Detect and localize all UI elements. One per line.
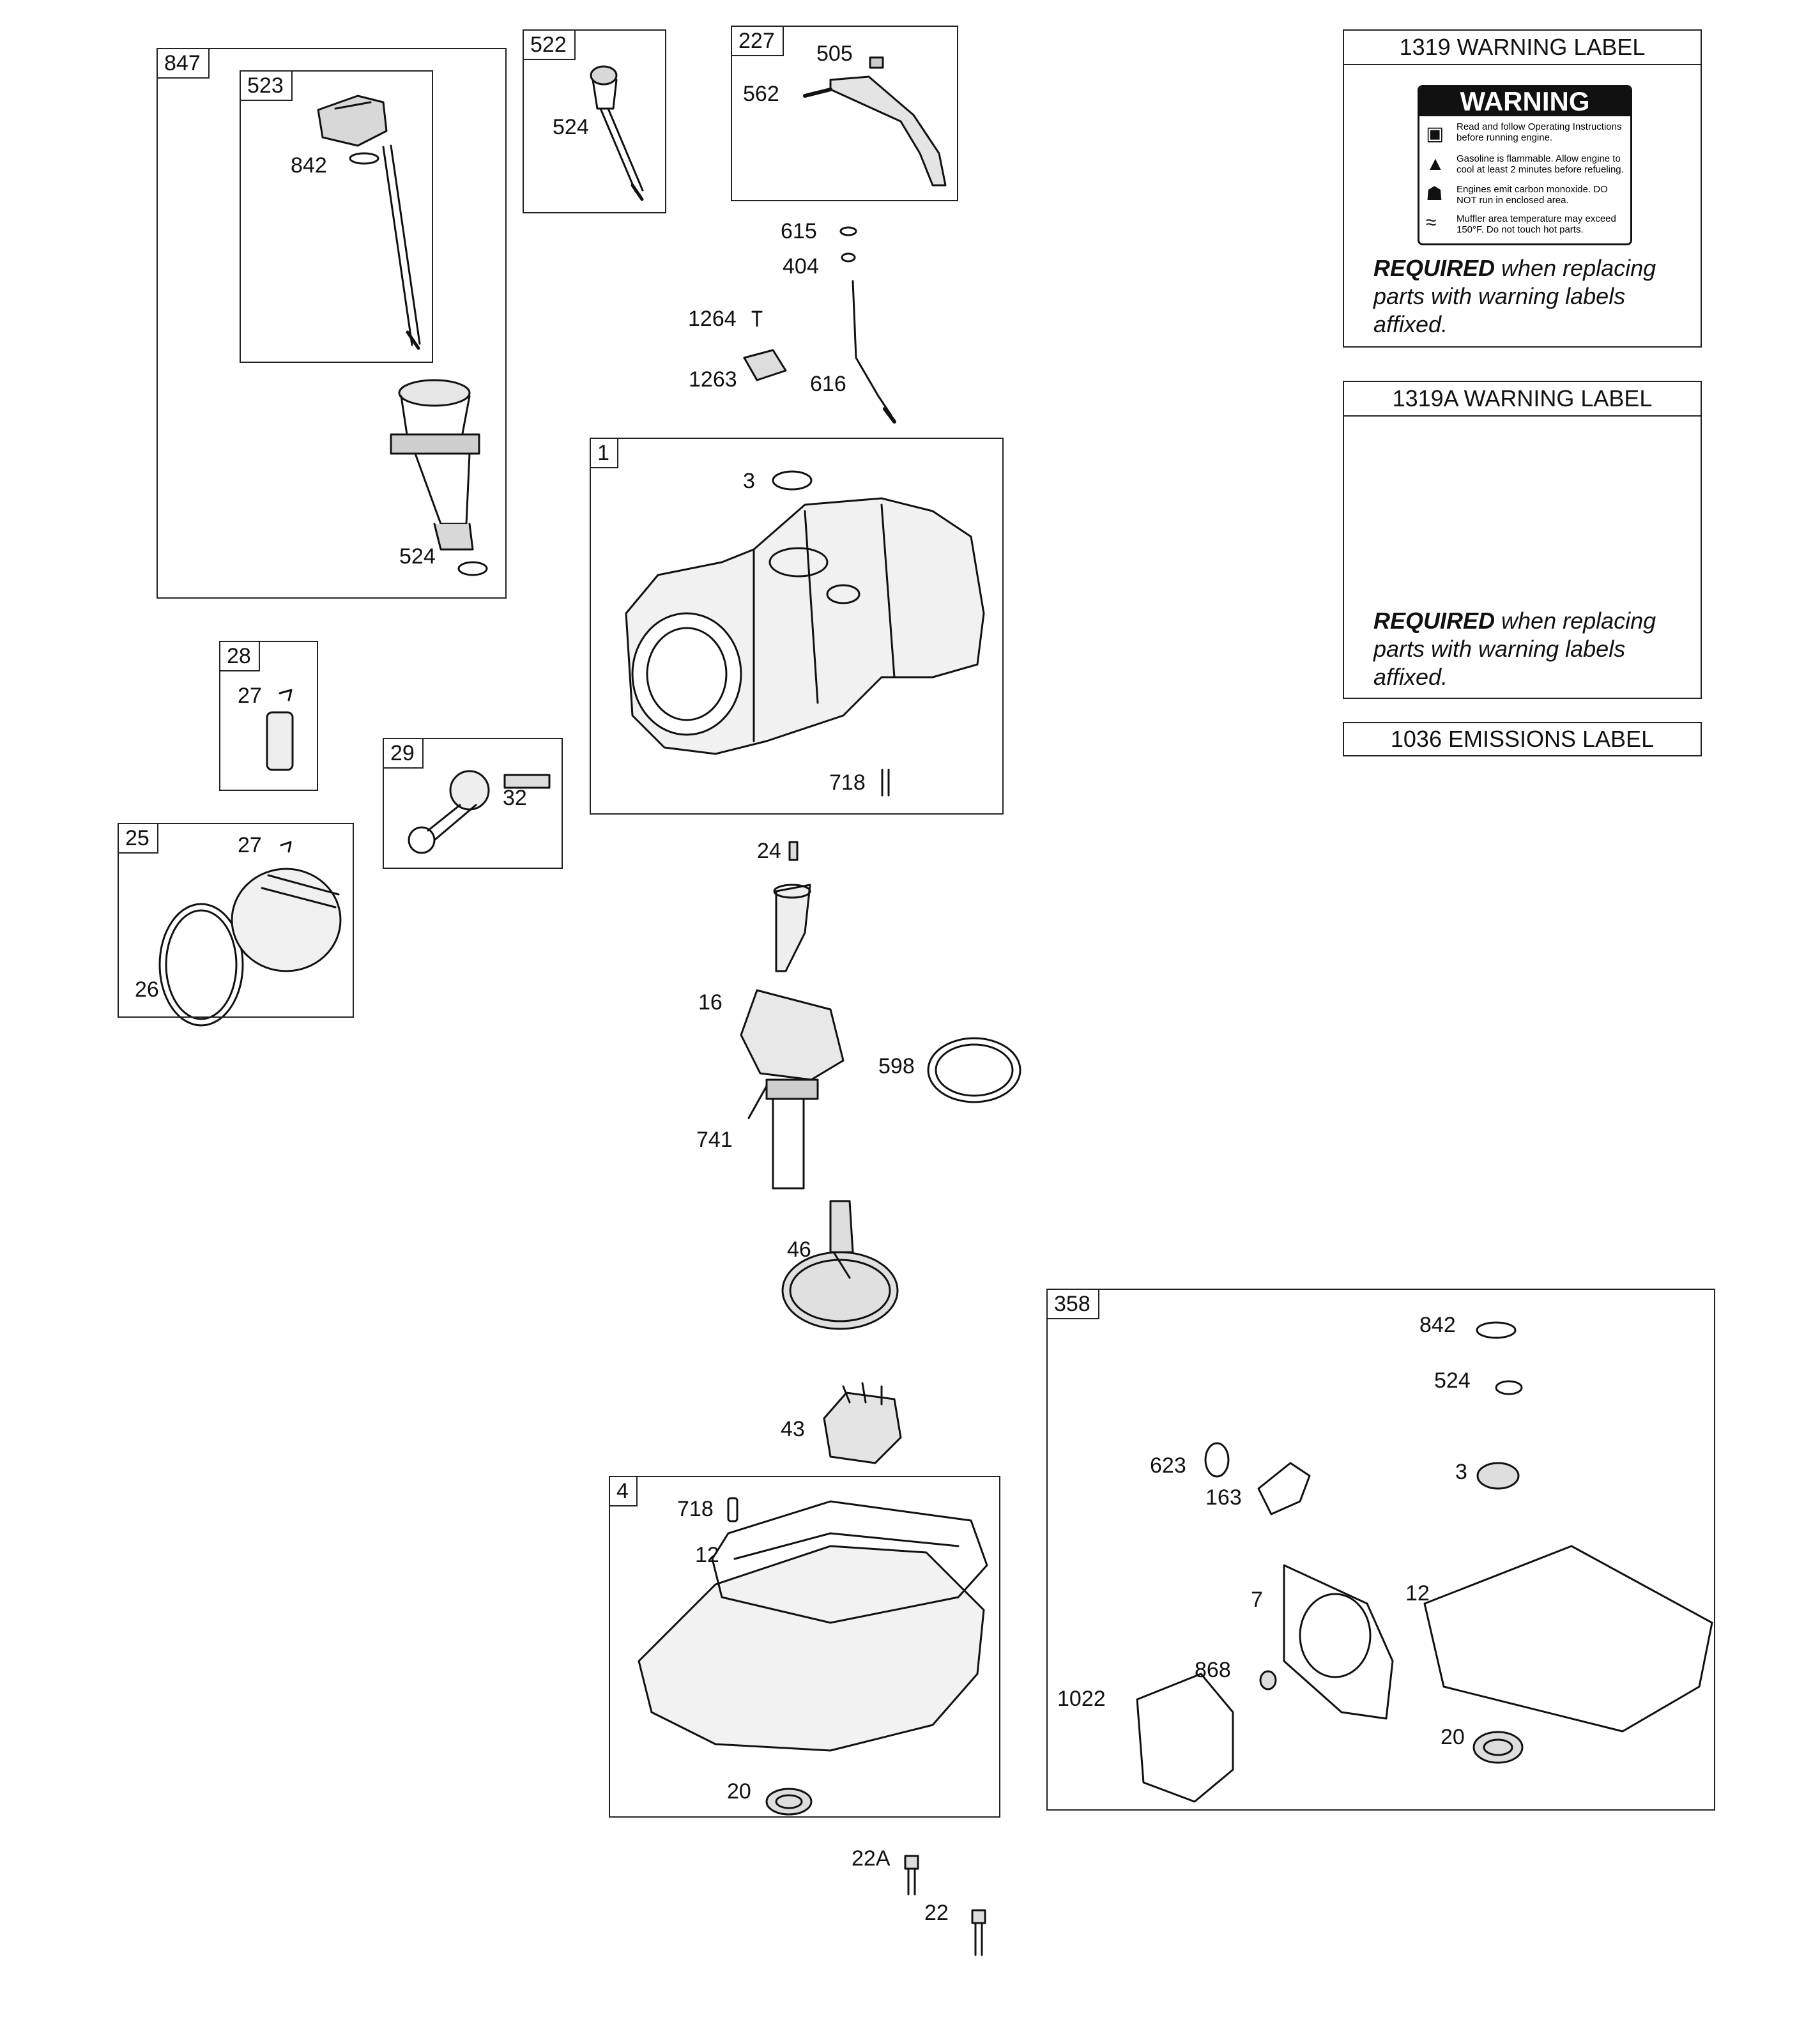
callout-3: 3: [1455, 1460, 1467, 1484]
callout-20: 20: [1441, 1725, 1465, 1749]
label-box-1319A: 1319A WARNING LABEL REQUIRED when replac…: [1343, 381, 1702, 699]
callout-24: 24: [757, 839, 781, 863]
required-note: REQUIRED when replacing parts with warni…: [1373, 608, 1656, 690]
warning-row: Muffler area temperature may exceed 150°…: [1457, 213, 1616, 235]
callout-1022: 1022: [1057, 1687, 1106, 1711]
dipstick-tube-drawing: [390, 379, 488, 576]
warning-row: Gasoline is flammable. Allow engine to c…: [1457, 153, 1624, 175]
assembly-number-358: 358: [1048, 1290, 1099, 1319]
assembly-box-227: 227: [731, 26, 958, 201]
callout-868: 868: [1195, 1658, 1231, 1682]
assembly-number-29: 29: [384, 739, 424, 769]
callout-616: 616: [810, 372, 846, 396]
callout-615: 615: [781, 219, 817, 243]
fumes-icon: ☗: [1426, 183, 1443, 204]
warning-row: Engines emit carbon monoxide. DO NOT run…: [1457, 184, 1608, 206]
assembly-number-1: 1: [591, 439, 618, 468]
callout-163: 163: [1205, 1485, 1242, 1510]
bolts-drawing: [904, 1855, 986, 1956]
callout-16: 16: [698, 990, 723, 1015]
governor-gear-drawing: [823, 1382, 902, 1464]
callout-524: 524: [399, 544, 436, 569]
label-title: 1036 EMISSIONS LABEL: [1390, 726, 1655, 752]
assembly-box-1: 1: [590, 438, 1004, 815]
callout-22A: 22A: [852, 1846, 891, 1871]
required-note: REQUIRED when replacing parts with warni…: [1373, 255, 1656, 337]
callout-623: 623: [1150, 1453, 1186, 1478]
callout-404: 404: [783, 254, 819, 279]
assembly-box-847: 847: [157, 48, 507, 599]
assembly-number-28: 28: [220, 642, 260, 671]
callout-1264: 1264: [688, 307, 737, 331]
assembly-number-847: 847: [158, 49, 210, 79]
callout-7: 7: [1251, 1588, 1263, 1612]
assembly-number-523: 523: [241, 72, 293, 101]
assembly-box-358: 358: [1046, 1289, 1715, 1811]
label-title: 1319 WARNING LABEL: [1344, 31, 1701, 65]
assembly-number-25: 25: [119, 824, 158, 854]
callout-43: 43: [781, 1417, 805, 1441]
key-drawing: [788, 841, 799, 861]
label-box-1319: 1319 WARNING LABEL WARNING Read and foll…: [1343, 29, 1702, 348]
callout-524: 524: [553, 115, 589, 139]
callout-20: 20: [727, 1779, 751, 1804]
callout-842: 842: [1419, 1313, 1456, 1337]
warning-row: Read and follow Operating Instructions b…: [1457, 121, 1622, 143]
crankcase-sump-drawing: [638, 1497, 988, 1816]
washer-598-drawing: [927, 1037, 1021, 1103]
label-box-1036: 1036 EMISSIONS LABEL: [1343, 722, 1702, 756]
connecting-rod-drawing: [408, 770, 551, 854]
crankshaft-drawing: [740, 884, 845, 1190]
manual-icon: ▣: [1426, 123, 1444, 144]
callout-26: 26: [135, 977, 159, 1002]
governor-arm-drawing: [803, 56, 947, 187]
callout-12: 12: [1405, 1581, 1430, 1606]
callout-741: 741: [696, 1128, 733, 1152]
callout-46: 46: [787, 1238, 811, 1262]
cylinder-block-drawing: [625, 470, 985, 797]
callout-842: 842: [291, 153, 327, 178]
assembly-box-4: 4: [609, 1476, 1000, 1818]
camshaft-drawing: [781, 1200, 899, 1330]
callout-598: 598: [878, 1054, 915, 1078]
piston-pin-drawing: [266, 689, 294, 771]
callout-718: 718: [829, 770, 866, 795]
warning-plate-header: WARNING: [1419, 87, 1630, 116]
assembly-box-25: 25: [118, 823, 354, 1018]
label-title: 1319A WARNING LABEL: [1344, 382, 1701, 417]
assembly-number-227: 227: [732, 27, 784, 56]
hot-surface-icon: ≈: [1426, 212, 1437, 233]
assembly-box-29: 29: [383, 738, 563, 869]
dipstick-523-drawing: [317, 95, 421, 350]
assembly-box-28: 28: [219, 641, 318, 791]
callout-718: 718: [677, 1497, 714, 1521]
callout-505: 505: [816, 42, 853, 66]
callout-524: 524: [1434, 1368, 1471, 1393]
callout-27: 27: [238, 833, 262, 857]
governor-hardware-drawing: [743, 226, 896, 424]
callout-1263: 1263: [689, 367, 737, 392]
assembly-box-523: 523: [240, 70, 433, 363]
piston-rings-drawing: [158, 841, 342, 1027]
dipstick-522-drawing: [590, 65, 644, 201]
callout-22: 22: [924, 1901, 949, 1925]
callout-562: 562: [743, 82, 779, 106]
warning-label-plate: WARNING Read and follow Operating Instru…: [1418, 85, 1632, 245]
callout-32: 32: [503, 786, 527, 810]
callout-12: 12: [695, 1543, 719, 1567]
callout-3: 3: [743, 469, 755, 493]
fire-icon: ▲: [1426, 153, 1445, 174]
gasket-set-drawing: [1136, 1321, 1713, 1803]
assembly-number-522: 522: [524, 31, 576, 60]
assembly-box-522: 522: [523, 29, 666, 213]
callout-27: 27: [238, 684, 262, 708]
assembly-number-4: 4: [610, 1477, 638, 1506]
